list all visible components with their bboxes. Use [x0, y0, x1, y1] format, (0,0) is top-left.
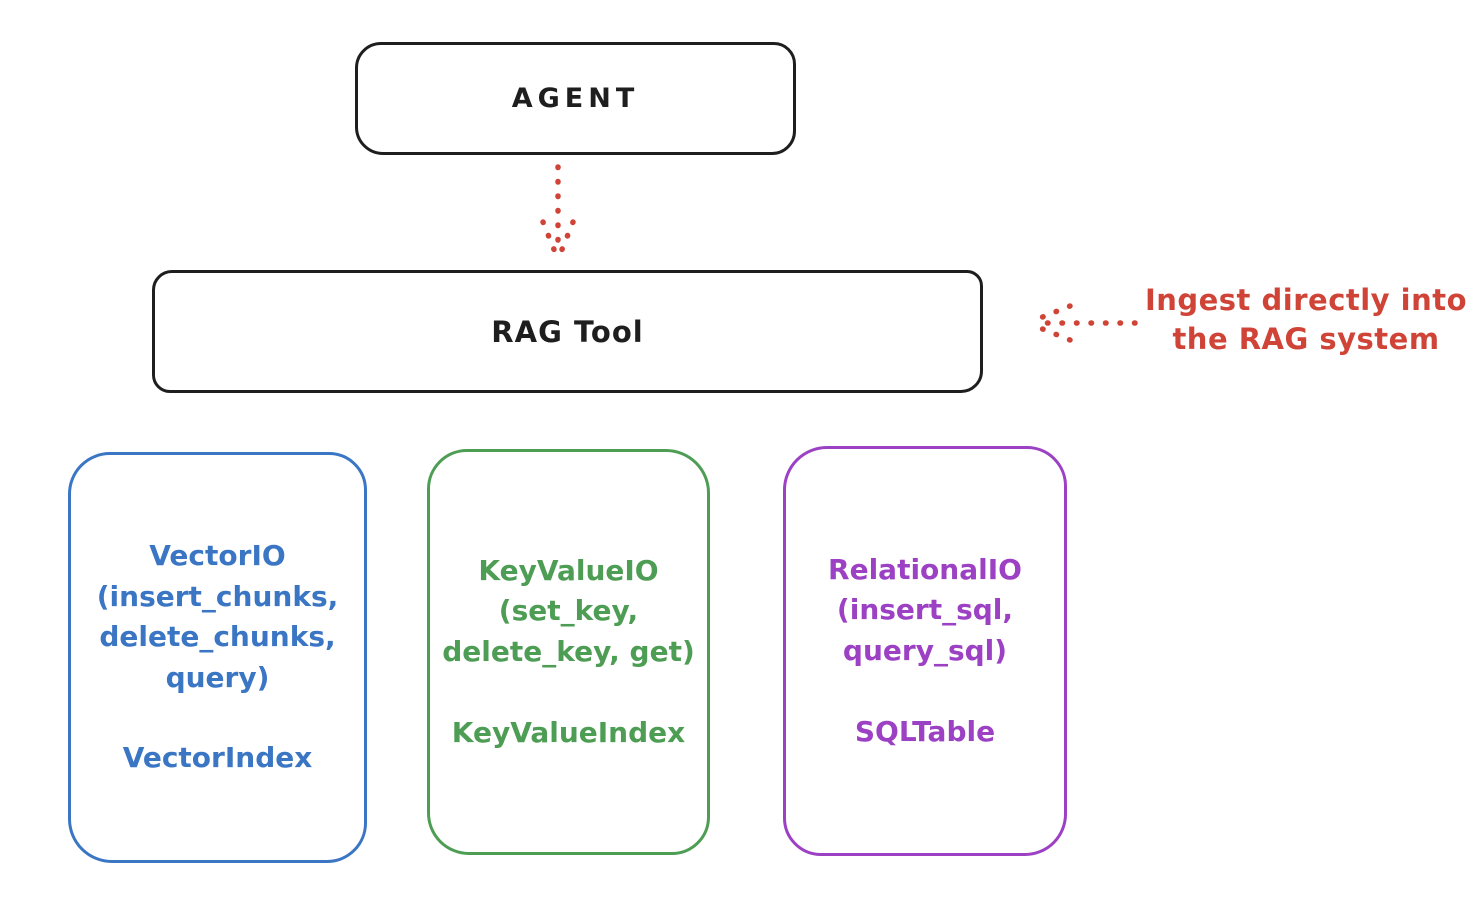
ingest-annotation-text: Ingest directly into the RAG system: [1144, 283, 1468, 356]
ingest-annotation-dotted-arrow-icon: [1027, 303, 1138, 343]
agent-node-label: AGENT: [511, 83, 640, 114]
vector-io-node: VectorIO (insert_chunks, delete_chunks, …: [68, 452, 367, 863]
rag-tool-node-label: RAG Tool: [491, 314, 644, 349]
rag-tool-node: RAG Tool: [152, 270, 983, 393]
agent-to-ragtool-dotted-arrow-icon: [540, 164, 576, 260]
vector-io-api-label: VectorIO (insert_chunks, delete_chunks, …: [96, 539, 339, 694]
key-value-index-label: KeyValueIndex: [451, 715, 686, 749]
relational-io-api-label: RelationalIO (insert_sql, query_sql): [828, 552, 1022, 667]
key-value-io-api-label: KeyValueIO (set_key, delete_key, get): [442, 553, 695, 668]
key-value-io-node: KeyValueIO (set_key, delete_key, get) Ke…: [427, 449, 710, 855]
relational-io-node: RelationalIO (insert_sql, query_sql) SQL…: [783, 446, 1067, 856]
agent-node: AGENT: [355, 42, 796, 155]
vector-index-label: VectorIndex: [122, 741, 313, 775]
sql-table-label: SQLTable: [854, 714, 996, 748]
